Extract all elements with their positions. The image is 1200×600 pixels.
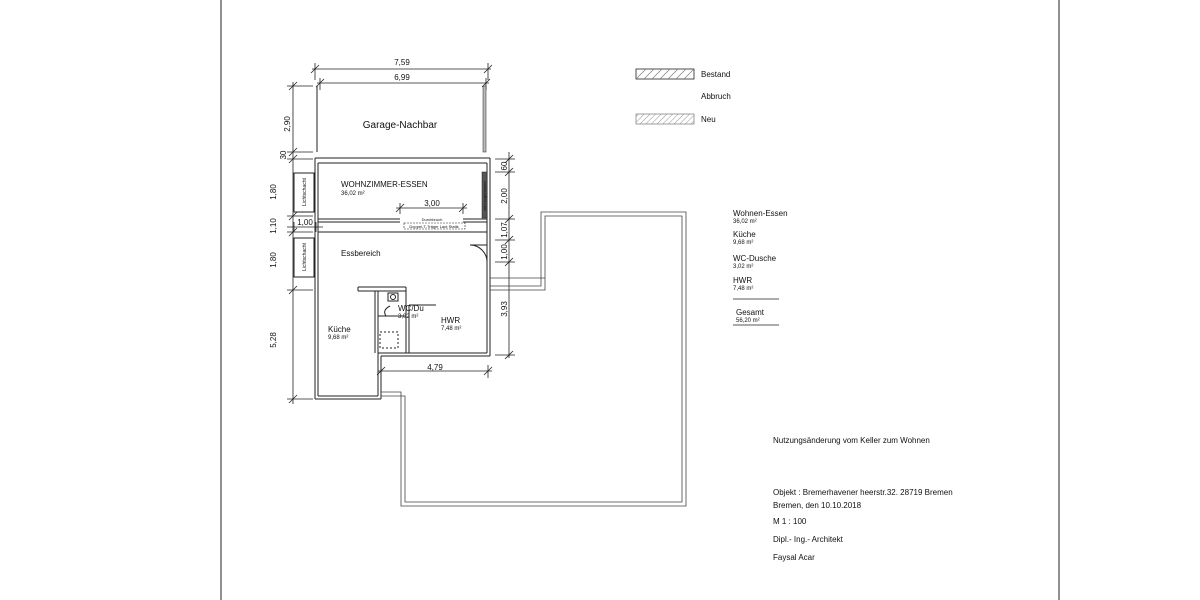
legend-neu-label: Neu <box>701 115 716 124</box>
room-kueche-area: 9,68 m² <box>328 335 348 341</box>
dimension-labels: 7,59 6,99 2,90 30 1,80 1,10 1,80 5,28 3,… <box>269 58 509 372</box>
room-hwr-area: 7,48 m² <box>441 326 461 332</box>
title-block: Nutzungsänderung vom Keller zum Wohnen O… <box>773 436 953 562</box>
project-title: Nutzungsänderung vom Keller zum Wohnen <box>773 436 930 445</box>
dim-right-393: 3,93 <box>500 301 509 317</box>
dim-bottom-479: 4,79 <box>427 363 443 372</box>
room-wc-label: WC/Du <box>398 304 424 313</box>
garage-label: Garage-Nachbar <box>363 120 438 131</box>
room-wc-area: 3,02 m² <box>398 314 418 320</box>
legend: Bestand Abbruch Neu <box>635 68 731 125</box>
summary-item-name: Küche <box>733 230 756 239</box>
project-date: Bremen, den 10.10.2018 <box>773 501 862 510</box>
legend-bestand-swatch <box>635 68 695 80</box>
summary-item-name: HWR <box>733 276 752 285</box>
dim-mid-110: 1,10 <box>269 218 278 234</box>
dimension-lines <box>287 63 515 404</box>
building-walls <box>314 157 491 400</box>
dim-right-100: 1,00 <box>500 244 509 260</box>
legend-neu-swatch <box>635 113 695 125</box>
project-scale: M 1 : 100 <box>773 517 807 526</box>
lichtschacht-lower-label: Lichtschacht <box>302 242 308 270</box>
dim-total-width: 7,59 <box>394 58 410 67</box>
summary-total-area: 56,20 m² <box>736 318 760 324</box>
summary-item-area: 9,68 m² <box>733 240 753 246</box>
room-wohnzimmer-area: 36,02 m² <box>341 191 365 197</box>
dim-lower-shaft: 1,80 <box>269 252 278 268</box>
room-hwr-label: HWR <box>441 316 460 325</box>
dim-top-right-200: 2,00 <box>500 188 509 204</box>
dim-wall-60: 60 <box>500 161 509 170</box>
dim-garage-depth: 2,90 <box>283 116 292 132</box>
summary-item-area: 3,02 m² <box>733 264 753 270</box>
dim-upper-shaft: 1,80 <box>269 184 278 200</box>
dim-wall-30: 30 <box>279 150 288 159</box>
room-wohnzimmer-label: WOHNZIMMER-ESSEN <box>341 180 428 189</box>
architect-role: Dipl.- Ing.- Architekt <box>773 535 844 544</box>
area-summary: Wohnen-Essen 36,02 m² Küche 9,68 m² WC-D… <box>733 209 788 326</box>
dim-left-100: 1,00 <box>297 218 313 227</box>
dim-left-lower: 5,28 <box>269 332 278 348</box>
architect-name: Faysal Acar <box>773 553 815 562</box>
summary-item-name: Wohnen-Essen <box>733 209 788 218</box>
dim-right-107: 1,07 <box>500 222 509 238</box>
garage-outline <box>316 85 487 153</box>
room-labels: WOHNZIMMER-ESSEN 36,02 m² Durchbruch Dop… <box>328 180 487 341</box>
legend-bestand-label: Bestand <box>701 70 730 79</box>
summary-item-area: 36,02 m² <box>733 219 757 225</box>
durchbruch-label: Durchbruch <box>422 217 443 222</box>
dim-garage-width: 6,99 <box>394 73 410 82</box>
summary-item-area: 7,48 m² <box>733 286 753 292</box>
project-object: Objekt : Bremerhavener heerstr.32. 28719… <box>773 488 953 497</box>
room-kueche-label: Küche <box>328 325 351 334</box>
plot-outline <box>381 211 687 507</box>
light-shafts <box>293 172 315 278</box>
dim-opening-300: 3,00 <box>424 199 440 208</box>
legend-abbruch-label: Abbruch <box>701 92 731 101</box>
summary-item-name: WC-Dusche <box>733 254 777 263</box>
zugemauert-label: wird zugemauert <box>482 180 487 210</box>
room-essbereich-label: Essbereich <box>341 249 381 258</box>
traeger-label: Doppel-T-Träger Laut Statik <box>409 224 458 229</box>
lichtschacht-upper-label: Lichtschacht <box>302 177 308 205</box>
summary-total-label: Gesamt <box>736 308 765 317</box>
